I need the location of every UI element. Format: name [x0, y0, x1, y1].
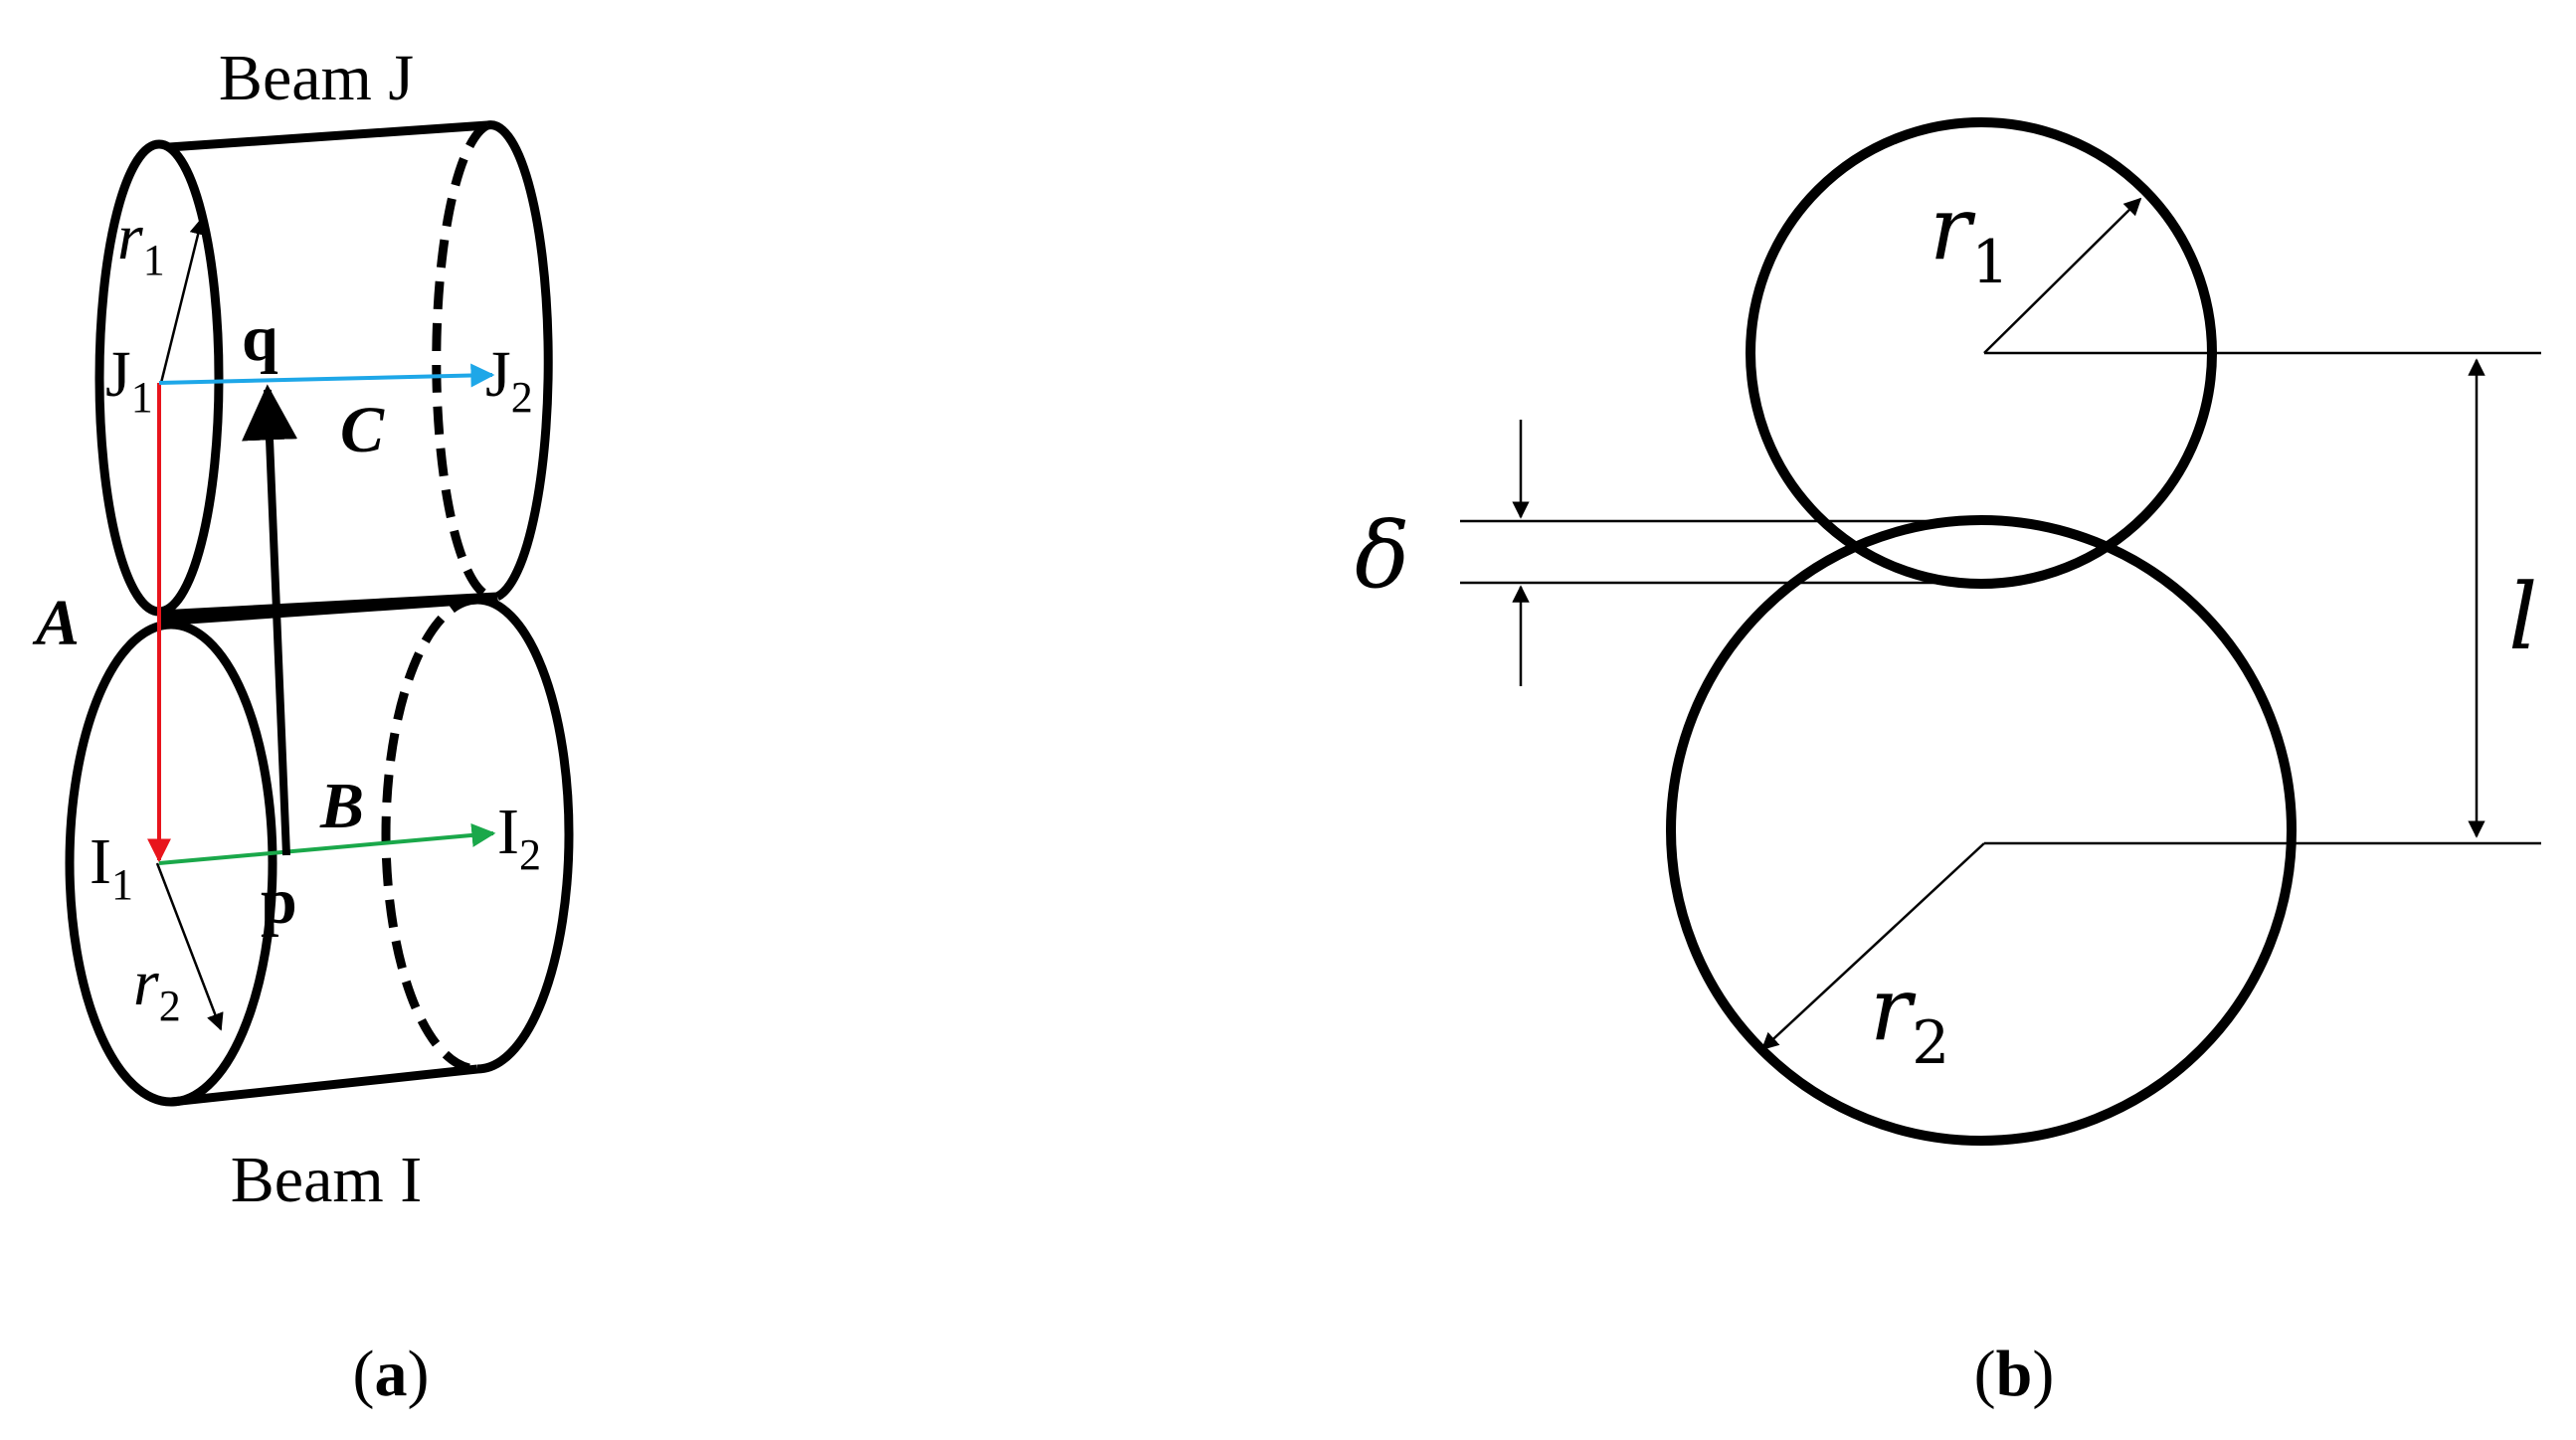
- panel-b: r1 r2 δ l (b): [1355, 117, 2541, 1410]
- j1-label: J1: [105, 338, 153, 422]
- beam-j-label: Beam J: [219, 42, 414, 114]
- r1-radius-arrow: [159, 217, 207, 384]
- r1-radius-arrow-b: [1983, 197, 2142, 354]
- a-label: A: [32, 587, 80, 659]
- r2-radius-arrow-b: [1760, 842, 1985, 1051]
- c-label: C: [340, 394, 385, 466]
- beam-j-cylinder: [94, 120, 553, 620]
- r2-label-a: r2: [133, 947, 181, 1030]
- beam-i-right-end-back: [381, 595, 478, 1074]
- beam-i-top-edge: [158, 595, 478, 627]
- r2-label-b: r2: [1870, 958, 1949, 1078]
- i1-label: I1: [90, 825, 133, 909]
- r2-radius-arrow: [155, 862, 224, 1031]
- vector-b: [158, 822, 496, 865]
- beam-i-right-end-front: [476, 595, 574, 1074]
- panel-a: Beam J Beam I r1 J1 J2 q C A B I1 I2 p r…: [32, 42, 574, 1410]
- caption-b: (b): [1974, 1338, 2055, 1410]
- i2-label: I2: [497, 796, 541, 879]
- r1-label-b: r1: [1930, 177, 2009, 297]
- vector-p-to-q: [242, 384, 298, 856]
- beam-i-cylinder: [65, 595, 574, 1107]
- r1-label-a: r1: [117, 201, 165, 284]
- b-label: B: [319, 770, 364, 842]
- beam-j-right-end-back: [432, 120, 498, 602]
- p-label: p: [261, 865, 297, 938]
- q-label: q: [242, 302, 278, 375]
- caption-a: (a): [353, 1338, 430, 1410]
- delta-label: δ: [1355, 502, 1409, 609]
- beam-j-top-edge: [168, 120, 488, 152]
- beam-i-label: Beam I: [231, 1144, 422, 1216]
- j2-label: J2: [485, 338, 533, 422]
- vector-c: [158, 363, 495, 388]
- beam-i-bottom-edge: [170, 1064, 478, 1107]
- beam-j-right-end-front: [486, 120, 553, 602]
- l-label: l: [2508, 564, 2537, 670]
